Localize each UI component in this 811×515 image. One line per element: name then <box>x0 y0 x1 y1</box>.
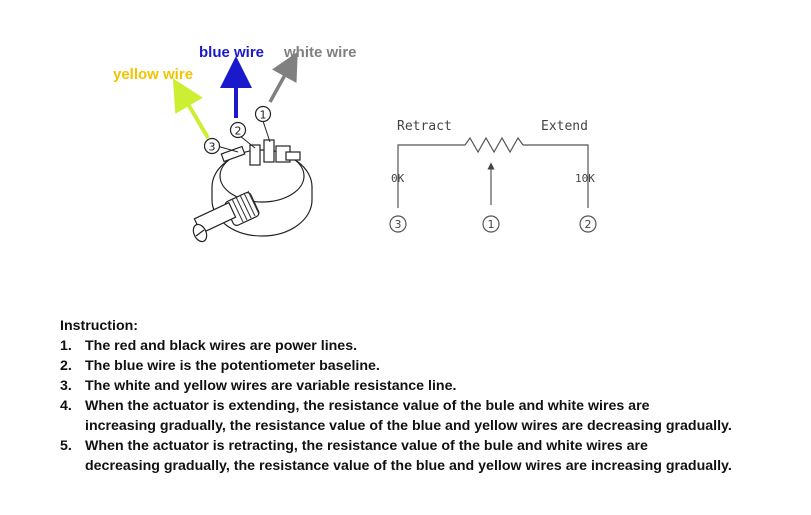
item-number: 4. <box>60 398 72 414</box>
item-text: The white and yellow wires are variable … <box>85 378 457 394</box>
retract-label: Retract <box>397 119 452 134</box>
potentiometer-drawing <box>192 105 313 243</box>
extend-label: Extend <box>541 119 588 134</box>
instructions-heading: Instruction: <box>60 318 139 334</box>
schematic-pin-1: 1 <box>488 218 495 231</box>
ten-k-label: 10K <box>575 172 595 185</box>
pot-pin-3-label: 3 <box>209 141 216 154</box>
item-text-continued: increasing gradually, the resistance val… <box>85 418 732 434</box>
schematic-pin-3: 3 <box>395 218 402 231</box>
diagram-svg: 3 2 1 3 1 2 <box>172 51 597 243</box>
item-number: 5. <box>60 438 72 454</box>
instructions-list: 1. The red and black wires are power lin… <box>60 336 800 476</box>
list-item: 5. When the actuator is retracting, the … <box>60 436 800 476</box>
white-wire-arrow <box>268 51 298 103</box>
item-text: When the actuator is extending, the resi… <box>85 398 650 414</box>
schematic-symbol <box>389 136 597 233</box>
yellow-wire-arrow <box>172 78 210 140</box>
pot-pin-2-label: 2 <box>235 125 242 138</box>
list-item: 1. The red and black wires are power lin… <box>60 336 800 356</box>
zero-k-label: 0K <box>391 172 405 185</box>
item-text: When the actuator is retracting, the res… <box>85 438 648 454</box>
list-item: 4. When the actuator is extending, the r… <box>60 396 800 436</box>
item-number: 3. <box>60 378 72 394</box>
item-number: 2. <box>60 358 72 374</box>
wiring-diagram: blue wire white wire yellow wire <box>113 44 597 243</box>
instructions-block: Instruction: 1. The red and black wires … <box>60 316 800 476</box>
list-item: 3. The white and yellow wires are variab… <box>60 376 800 396</box>
pot-pin-1-label: 1 <box>260 109 267 122</box>
item-text: The blue wire is the potentiometer basel… <box>85 358 380 374</box>
list-item: 2. The blue wire is the potentiometer ba… <box>60 356 800 376</box>
item-number: 1. <box>60 338 72 354</box>
white-wire-label: white wire <box>284 44 357 61</box>
schematic-pin-2: 2 <box>585 218 592 231</box>
item-text: The red and black wires are power lines. <box>85 338 358 354</box>
item-text-continued: decreasing gradually, the resistance val… <box>85 458 732 474</box>
